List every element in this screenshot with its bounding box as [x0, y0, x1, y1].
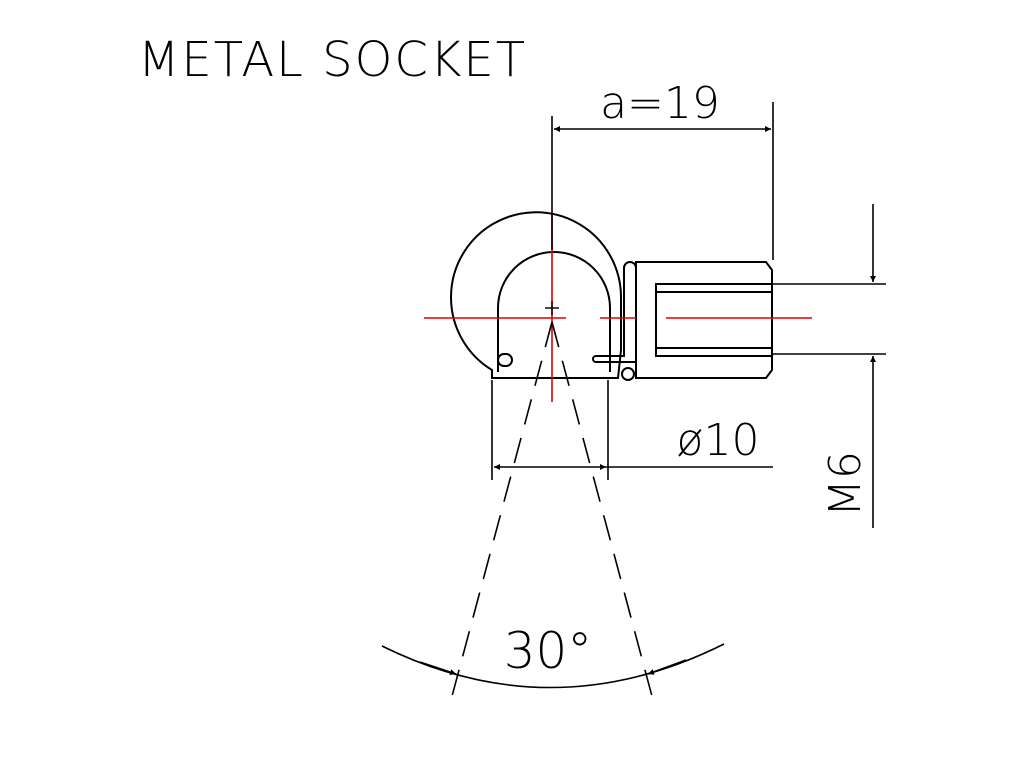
center-mark	[545, 301, 559, 315]
angle-ray-left	[450, 321, 553, 701]
angle-dimension	[381, 321, 725, 701]
thread-bore	[655, 283, 773, 357]
dimension-thread	[772, 204, 886, 528]
angle-ray-right	[551, 321, 654, 701]
clip-pin	[621, 367, 635, 381]
dimension-a-label: a=19	[600, 78, 720, 129]
socket-outer-ring	[450, 211, 622, 379]
dimension-diameter-label: ø10	[677, 415, 760, 466]
angle-label: 30°	[504, 622, 593, 680]
socket-body	[450, 211, 773, 381]
dimension-diameter	[491, 380, 773, 480]
dimension-a	[551, 102, 774, 260]
socket-inner-opening	[497, 251, 611, 372]
retaining-clip	[592, 261, 637, 363]
socket-slot	[497, 353, 513, 367]
threaded-neck	[635, 261, 773, 379]
dimension-thread-label: M6	[820, 451, 871, 517]
drawing-title: METAL SOCKET	[138, 32, 527, 88]
